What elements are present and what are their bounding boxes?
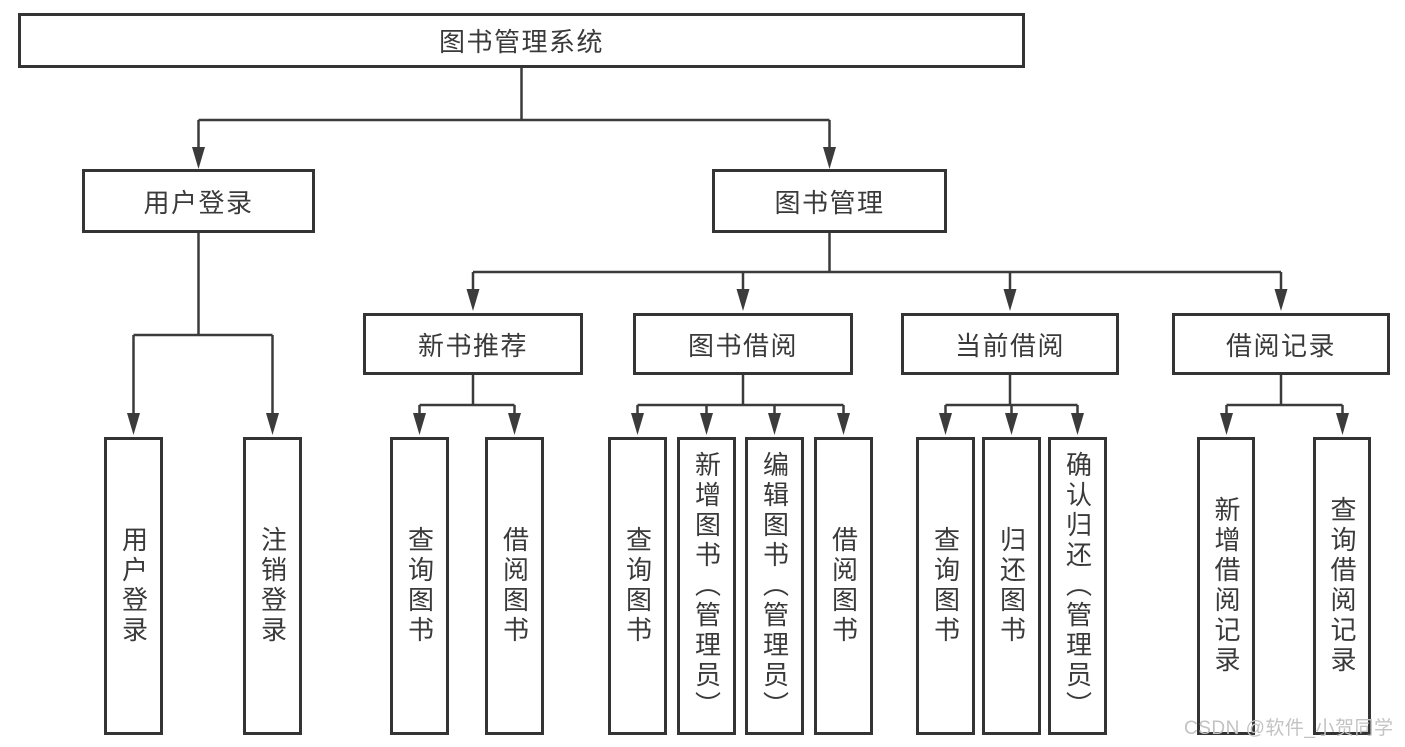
node-user-login: 用户登录 xyxy=(82,169,315,233)
leaf-query-books-recommendation: 查询图书 xyxy=(390,437,449,735)
leaf-query-books-current: 查询图书 xyxy=(916,437,975,735)
node-root: 图书管理系统 xyxy=(18,13,1025,68)
leaf-query-books-borrowing: 查询图书 xyxy=(608,437,667,735)
leaf-borrow-books-borrowing: 借阅图书 xyxy=(814,437,873,735)
csdn-watermark: CSDN @软件_小贺同学 xyxy=(1184,718,1394,739)
leaf-logout: 注销登录 xyxy=(243,437,302,735)
node-borrowing-records: 借阅记录 xyxy=(1172,313,1390,375)
leaf-return-books: 归还图书 xyxy=(982,437,1041,735)
leaf-borrow-books-recommendation: 借阅图书 xyxy=(485,437,544,735)
leaf-add-book-admin: 新增图书（管理员） xyxy=(677,437,736,735)
arrowheads xyxy=(127,147,1349,435)
node-book-borrowing: 图书借阅 xyxy=(633,313,853,375)
leaf-user-login: 用户登录 xyxy=(104,437,163,735)
node-book-management: 图书管理 xyxy=(712,169,947,233)
leaf-add-borrow-record: 新增借阅记录 xyxy=(1197,437,1255,735)
leaf-query-borrow-record: 查询借阅记录 xyxy=(1313,437,1371,735)
leaf-confirm-return-admin: 确认归还（管理员） xyxy=(1048,437,1107,735)
leaf-edit-book-admin: 编辑图书（管理员） xyxy=(745,437,804,735)
node-current-borrowing: 当前借阅 xyxy=(901,313,1119,375)
node-new-book-recommendation: 新书推荐 xyxy=(363,313,583,375)
